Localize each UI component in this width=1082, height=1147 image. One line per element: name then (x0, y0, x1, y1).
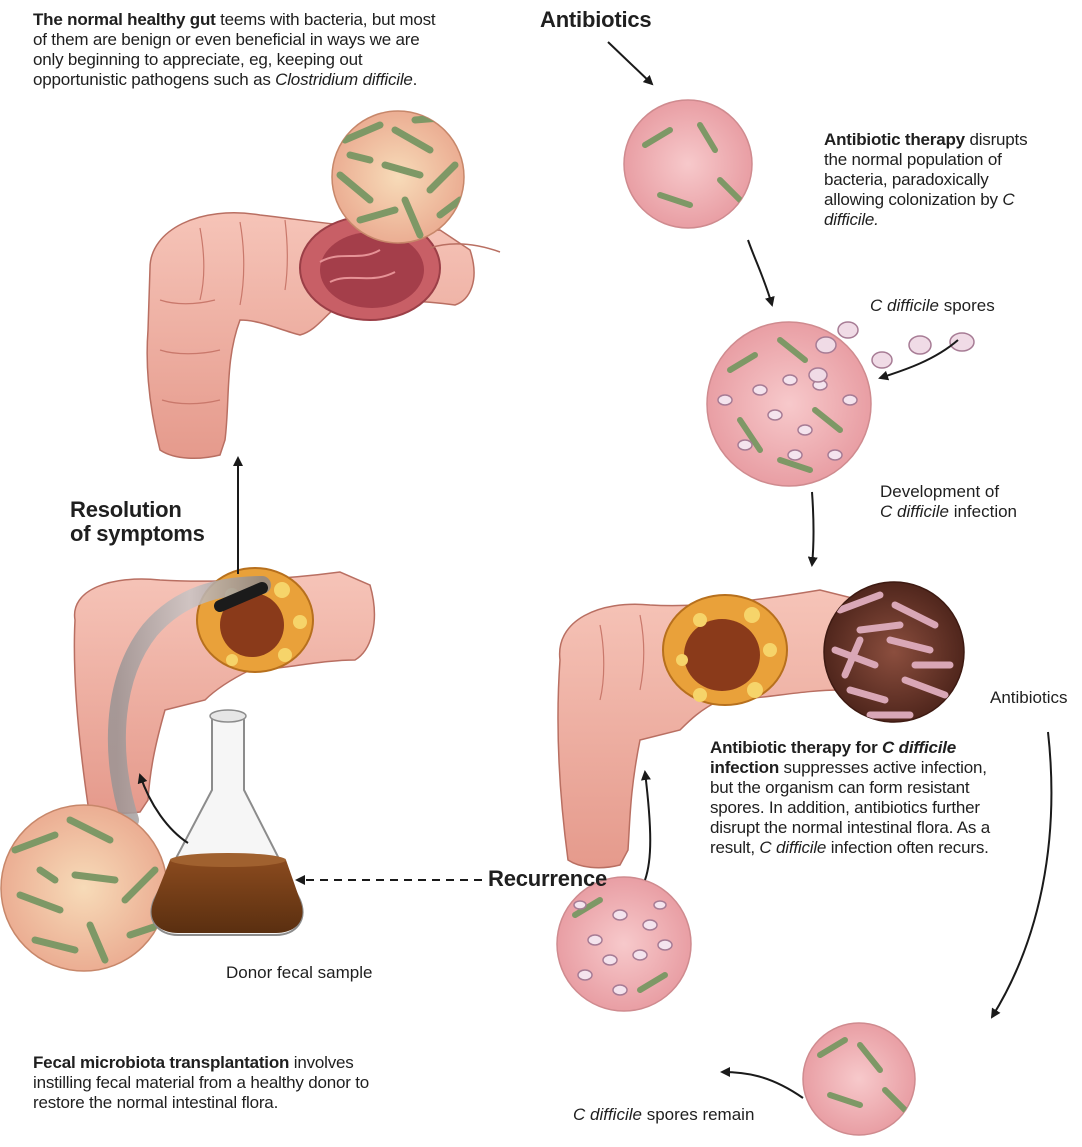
post-treatment-circle (803, 1023, 915, 1135)
therapy-cdiff-bold-2: infection (710, 758, 779, 777)
resolution-line2: of symptoms (70, 522, 270, 546)
therapy-cdiff-description: Antibiotic therapy for C difficile infec… (710, 738, 1010, 858)
flask-illustration (151, 710, 302, 935)
fmt-description: Fecal microbiota transplantation involve… (33, 1053, 378, 1113)
spores-label-text: spores (939, 296, 995, 315)
spores-remain-text: spores remain (642, 1105, 754, 1124)
donor-sample-label: Donor fecal sample (226, 963, 372, 983)
healthy-gut-italic: Clostridium difficile (275, 70, 413, 89)
healthy-colon-illustration (147, 213, 500, 458)
healthy-flora-circle (332, 111, 464, 243)
development-label: Development of C difficile infection (880, 482, 1050, 522)
development-text: infection (949, 502, 1017, 521)
development-line1: Development of (880, 482, 1050, 502)
antibiotics-top-label: Antibiotics (540, 8, 651, 32)
fmt-bold: Fecal microbiota transplantation (33, 1053, 289, 1072)
healthy-gut-description: The normal healthy gut teems with bacter… (33, 10, 453, 90)
spore-colonization-circle (707, 322, 871, 486)
spores-remain-italic: C difficile (573, 1105, 642, 1124)
recurrence-label: Recurrence (488, 867, 607, 891)
spores-label-italic: C difficile (870, 296, 939, 315)
therapy-cdiff-bold-italic: C difficile (882, 738, 956, 757)
antibiotic-therapy-description: Antibiotic therapy disrupts the normal p… (824, 130, 1034, 230)
spores-remain-label: C difficile spores remain (573, 1105, 754, 1125)
spores-remain-circle (557, 877, 691, 1011)
healthy-gut-text-end: . (413, 70, 418, 89)
therapy-cdiff-text-end: infection often recurs. (826, 838, 988, 857)
therapy-cdiff-bold-1: Antibiotic therapy for (710, 738, 882, 757)
antibiotic-therapy-bold: Antibiotic therapy (824, 130, 965, 149)
antibiotics-right-label: Antibiotics (990, 688, 1067, 708)
resolution-label: Resolution of symptoms (70, 498, 270, 546)
therapy-cdiff-italic: C difficile (759, 838, 826, 857)
disrupted-flora-circle (624, 100, 752, 228)
infection-circle (824, 582, 964, 722)
spores-label: C difficile spores (870, 296, 995, 316)
donor-flora-circle (1, 805, 167, 971)
development-italic: C difficile (880, 502, 949, 521)
resolution-line1: Resolution (70, 498, 270, 522)
healthy-gut-bold: The normal healthy gut (33, 10, 216, 29)
